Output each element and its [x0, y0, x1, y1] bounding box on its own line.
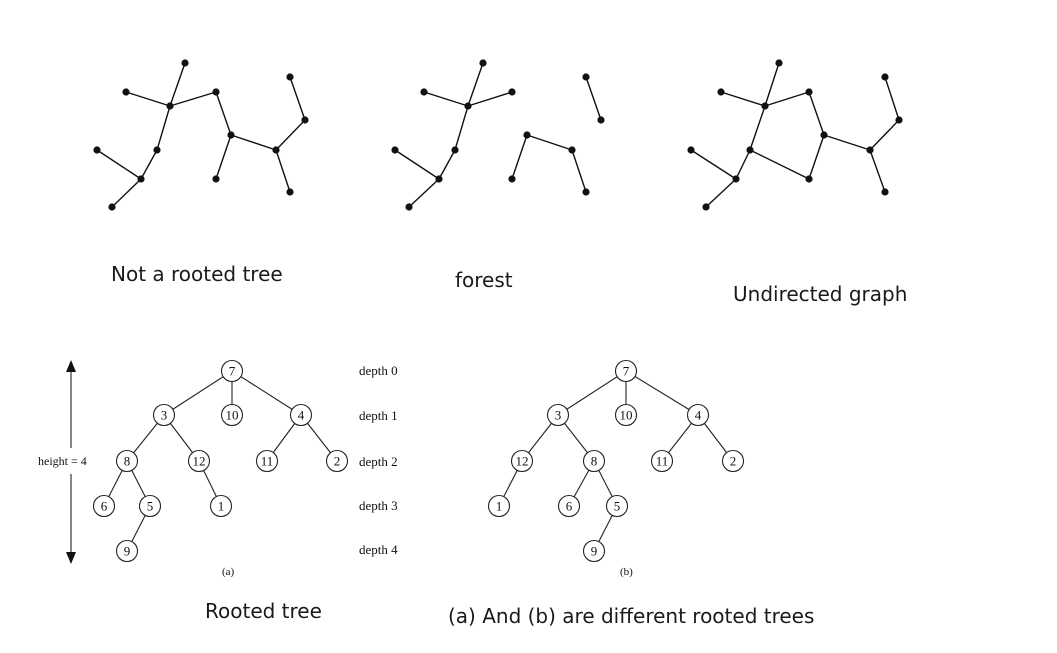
depth-label-2: depth 2 [359, 454, 398, 469]
caption-rooted-tree: Rooted tree [205, 599, 322, 623]
height-arrow [66, 360, 76, 564]
tree-a-node-9 [115, 539, 139, 563]
tree-b-node-label-7: 7 [623, 364, 630, 379]
tree-b-node-label-1: 1 [496, 499, 503, 514]
tree-b-edge-7-3 [557, 370, 627, 416]
tree-b-node-label-6: 6 [566, 499, 573, 514]
rooted-tree-a: 7 3 10 4 8 12 11 2 6 5 1 9 [92, 359, 349, 563]
tree-b-node-8 [582, 449, 606, 473]
graph-forest [391, 59, 605, 211]
tree-a-node-2 [325, 449, 349, 473]
tree-a-node-5 [138, 494, 162, 518]
tree-b-node-7 [614, 359, 638, 383]
tree-a-node-label-1: 1 [218, 499, 225, 514]
tree-b-edge-7-4 [625, 370, 699, 416]
caption-different-rooted-trees: (a) And (b) are different rooted trees [448, 604, 814, 628]
graph-not-rooted-tree [93, 59, 309, 211]
rooted-tree-b: 7 3 10 4 12 8 11 2 1 6 5 9 [487, 359, 745, 563]
tree-b-node-label-5: 5 [614, 499, 621, 514]
tree-b-node-label-2: 2 [730, 454, 737, 469]
tree-b-node-9 [582, 539, 606, 563]
tree-a-node-label-6: 6 [101, 499, 108, 514]
tree-b-node-label-4: 4 [695, 408, 702, 423]
tree-b-node-label-9: 9 [591, 544, 598, 559]
tree-a-node-label-8: 8 [124, 454, 131, 469]
tree-a-node-4 [289, 403, 313, 427]
tree-b-node-label-12: 12 [516, 454, 529, 469]
depth-label-4: depth 4 [359, 542, 398, 557]
sublabel-b: (b) [620, 566, 633, 578]
depth-label-0: depth 0 [359, 363, 398, 378]
tree-a-node-6 [92, 494, 116, 518]
tree-b-node-10 [614, 403, 638, 427]
tree-a-node-7 [220, 359, 244, 383]
depth-label-1: depth 1 [359, 408, 398, 423]
tree-b-node-label-3: 3 [555, 408, 562, 423]
tree-b-node-6 [557, 494, 581, 518]
tree-a-node-label-12: 12 [193, 454, 206, 469]
tree-b-node-2 [721, 449, 745, 473]
tree-a-node-11 [255, 449, 279, 473]
tree-a-node-label-11: 11 [261, 454, 274, 469]
tree-b-node-12 [510, 449, 534, 473]
tree-a-node-label-9: 9 [124, 544, 131, 559]
tree-b-node-label-11: 11 [656, 454, 669, 469]
caption-undirected-graph: Undirected graph [733, 282, 907, 306]
tree-b-node-4 [686, 403, 710, 427]
tree-b-node-1 [487, 494, 511, 518]
caption-not-rooted-tree: Not a rooted tree [111, 262, 283, 286]
tree-a-node-label-4: 4 [298, 408, 305, 423]
depth-label-3: depth 3 [359, 498, 398, 513]
tree-a-node-8 [115, 449, 139, 473]
tree-a-edge-7-4 [231, 370, 302, 416]
tree-b-node-11 [650, 449, 674, 473]
tree-a-node-label-7: 7 [229, 364, 236, 379]
tree-a-edge-7-3 [163, 370, 233, 416]
tree-a-node-label-2: 2 [334, 454, 341, 469]
tree-a-node-1 [209, 494, 233, 518]
tree-b-node-label-10: 10 [620, 408, 633, 423]
height-label: height = 4 [38, 454, 87, 468]
tree-b-node-label-8: 8 [591, 454, 598, 469]
tree-a-node-12 [187, 449, 211, 473]
caption-forest: forest [455, 268, 513, 292]
tree-b-node-3 [546, 403, 570, 427]
tree-a-node-10 [220, 403, 244, 427]
tree-b-node-5 [605, 494, 629, 518]
sublabel-a: (a) [222, 566, 235, 578]
graph-undirected [687, 59, 903, 211]
tree-a-node-label-3: 3 [161, 408, 168, 423]
tree-a-node-label-5: 5 [147, 499, 154, 514]
tree-a-node-label-10: 10 [226, 408, 239, 423]
tree-a-node-3 [152, 403, 176, 427]
